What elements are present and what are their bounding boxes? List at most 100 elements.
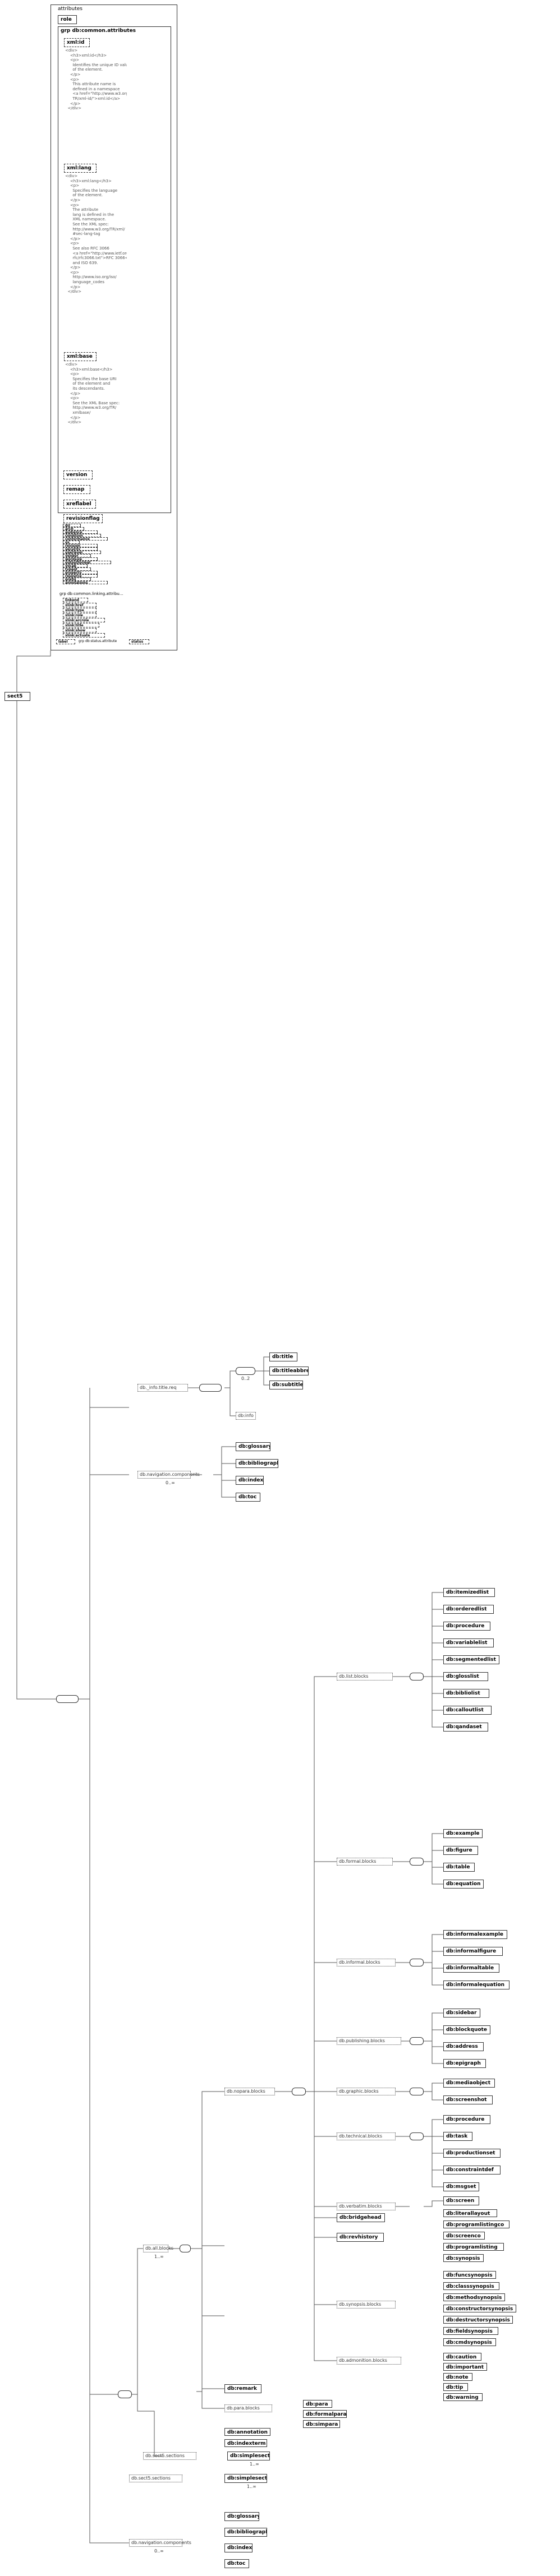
attr-status[interactable]: status bbox=[129, 639, 149, 644]
element-programlisting[interactable]: db:programlisting bbox=[443, 2243, 504, 2251]
nav-bottom-bibliography[interactable]: db:bibliography bbox=[224, 2528, 267, 2537]
root-element-sect5[interactable]: sect5 bbox=[4, 692, 30, 701]
attr-label[interactable]: label bbox=[56, 639, 75, 644]
element-programlistingco[interactable]: db:programlistingco bbox=[443, 2220, 509, 2228]
element-orderedlist[interactable]: db:orderedlist bbox=[443, 1605, 494, 1614]
attr-vocab[interactable]: vocab bbox=[63, 564, 88, 567]
element-informaltable[interactable]: db:informaltable bbox=[443, 1964, 499, 1973]
element-blockquote[interactable]: db:blockquote bbox=[443, 2025, 490, 2034]
attr-xlink-role[interactable]: xlink:role bbox=[63, 613, 97, 617]
attr-xlink-href[interactable]: xlink:href bbox=[63, 603, 97, 607]
nav-bottom-toc[interactable]: db:toc bbox=[224, 2559, 249, 2568]
attr-xlink-type[interactable]: xlink:type bbox=[63, 608, 97, 612]
element-screenco[interactable]: db:screenco bbox=[443, 2232, 485, 2240]
element-fieldsynopsis[interactable]: db:fieldsynopsis bbox=[443, 2327, 498, 2335]
element-simpara[interactable]: db:simpara bbox=[303, 2420, 340, 2428]
attr-xml-base[interactable]: xml:base bbox=[64, 352, 97, 361]
attr-xml-id[interactable]: xml:id bbox=[64, 38, 90, 47]
element-simplesect-2[interactable]: db:simplesect bbox=[224, 2474, 267, 2483]
attr-conformance[interactable]: conformance bbox=[63, 537, 108, 541]
attr-outputformat[interactable]: outputformat bbox=[63, 561, 111, 564]
element-glosslist[interactable]: db:glosslist bbox=[443, 1672, 488, 1681]
attr-audience[interactable]: audience bbox=[63, 530, 98, 534]
element-simplesect-1[interactable]: db:simplesect bbox=[227, 2452, 270, 2460]
element-screen[interactable]: db:screen bbox=[443, 2196, 479, 2205]
element-para[interactable]: db:para bbox=[303, 2400, 332, 2408]
element-equation[interactable]: db:equation bbox=[443, 1880, 484, 1889]
element-note[interactable]: db:note bbox=[443, 2373, 472, 2381]
element-figure[interactable]: db:figure bbox=[443, 1846, 478, 1855]
element-db-info[interactable]: db:info bbox=[236, 1412, 256, 1420]
element-qandaset[interactable]: db:qandaset bbox=[443, 1723, 488, 1732]
nav-bottom-index[interactable]: db:index bbox=[224, 2543, 253, 2552]
attr-dir[interactable]: dir bbox=[63, 524, 81, 527]
attr-role[interactable]: role bbox=[58, 15, 77, 24]
element-important[interactable]: db:important bbox=[443, 2363, 487, 2371]
attr-xlink-title[interactable]: xlink:title bbox=[63, 623, 99, 627]
nav-top-toc[interactable]: db:toc bbox=[236, 1493, 260, 1502]
attr-version[interactable]: version bbox=[63, 470, 93, 479]
element-literallayout[interactable]: db:literallayout bbox=[443, 2209, 497, 2217]
element-table[interactable]: db:table bbox=[443, 1863, 475, 1872]
element-task[interactable]: db:task bbox=[443, 2132, 472, 2141]
element-bibliolist[interactable]: db:bibliolist bbox=[443, 1689, 489, 1698]
element-variablelist[interactable]: db:variablelist bbox=[443, 1638, 494, 1647]
element-cmdsynopsis[interactable]: db:cmdsynopsis bbox=[443, 2338, 496, 2346]
attr-typeof[interactable]: typeof bbox=[63, 567, 91, 571]
element-destructorsynopsis[interactable]: db:destructorsynopsis bbox=[443, 2316, 513, 2324]
element-methodsynopsis[interactable]: db:methodsynopsis bbox=[443, 2293, 505, 2301]
element-revhistory[interactable]: db:revhistory bbox=[337, 2233, 384, 2242]
element-caution[interactable]: db:caution bbox=[443, 2353, 481, 2361]
attr-linkend[interactable]: linkend bbox=[63, 598, 88, 602]
element-remark[interactable]: db:remark bbox=[224, 2384, 261, 2393]
element-db-title[interactable]: db:title bbox=[269, 1352, 297, 1361]
element-productionset[interactable]: db:productionset bbox=[443, 2149, 501, 2158]
attr-xml-lang[interactable]: xml:lang bbox=[64, 164, 97, 173]
element-bridgehead[interactable]: db:bridgehead bbox=[337, 2213, 385, 2222]
attr-wordsize[interactable]: wordsize bbox=[63, 557, 98, 561]
element-annotation[interactable]: db:annotation bbox=[224, 2428, 270, 2436]
element-procedure-list[interactable]: db:procedure bbox=[443, 1622, 490, 1631]
attr-prefix[interactable]: prefix bbox=[63, 578, 91, 581]
element-example[interactable]: db:example bbox=[443, 1829, 483, 1838]
attr-arch[interactable]: arch bbox=[63, 527, 84, 530]
element-warning[interactable]: db:warning bbox=[443, 2393, 483, 2401]
element-epigraph[interactable]: db:epigraph bbox=[443, 2059, 486, 2068]
attr-revisionflag[interactable]: revisionflag bbox=[63, 514, 103, 523]
attr-userlevel[interactable]: userlevel bbox=[63, 551, 101, 554]
attr-xlink-arcrole[interactable]: xlink:arcrole bbox=[63, 618, 105, 622]
element-address[interactable]: db:address bbox=[443, 2042, 484, 2051]
element-constraintdef[interactable]: db:constraintdef bbox=[443, 2166, 501, 2175]
nav-top-index[interactable]: db:index bbox=[236, 1476, 264, 1485]
element-screenshot[interactable]: db:screenshot bbox=[443, 2095, 493, 2104]
element-mediaobject[interactable]: db:mediaobject bbox=[443, 2079, 495, 2088]
attr-xreflabel[interactable]: xreflabel bbox=[63, 500, 96, 509]
attr-property[interactable]: property bbox=[63, 571, 98, 574]
element-informalfigure[interactable]: db:informalfigure bbox=[443, 1947, 503, 1956]
element-informalexample[interactable]: db:informalexample bbox=[443, 1930, 507, 1939]
element-funcsynopsis[interactable]: db:funcsynopsis bbox=[443, 2271, 496, 2279]
element-procedure-tech[interactable]: db:procedure bbox=[443, 2115, 490, 2124]
attr-os[interactable]: os bbox=[63, 541, 80, 544]
element-classsynopsis[interactable]: db:classsynopsis bbox=[443, 2282, 499, 2290]
element-indexterm[interactable]: db:indexterm bbox=[224, 2439, 267, 2447]
element-msgset[interactable]: db:msgset bbox=[443, 2182, 479, 2191]
attr-remap[interactable]: remap bbox=[63, 485, 90, 494]
nav-top-glossary[interactable]: db:glossary bbox=[236, 1442, 270, 1451]
attr-resource[interactable]: resource bbox=[63, 574, 98, 578]
element-constructorsynopsis[interactable]: db:constructorsynopsis bbox=[443, 2305, 516, 2312]
attr-xlink-show[interactable]: xlink:show bbox=[63, 628, 97, 633]
element-segmentedlist[interactable]: db:segmentedlist bbox=[443, 1655, 499, 1664]
nav-bottom-glossary[interactable]: db:glossary bbox=[224, 2512, 259, 2521]
element-calloutlist[interactable]: db:calloutlist bbox=[443, 1706, 492, 1715]
element-informalequation[interactable]: db:informalequation bbox=[443, 1981, 509, 1989]
attr-security[interactable]: security bbox=[63, 547, 98, 551]
element-sidebar[interactable]: db:sidebar bbox=[443, 2009, 480, 2018]
element-tip[interactable]: db:tip bbox=[443, 2383, 468, 2391]
element-db-titleabbrev[interactable]: db:titleabbrev bbox=[269, 1367, 309, 1375]
attr-xlink-actuate[interactable]: xlink:actuate bbox=[63, 633, 105, 638]
attr-revision[interactable]: revision bbox=[63, 544, 98, 547]
element-synopsis[interactable]: db:synopsis bbox=[443, 2254, 484, 2262]
attr-vendor[interactable]: vendor bbox=[63, 554, 91, 557]
element-itemizedlist[interactable]: db:itemizedlist bbox=[443, 1588, 495, 1597]
